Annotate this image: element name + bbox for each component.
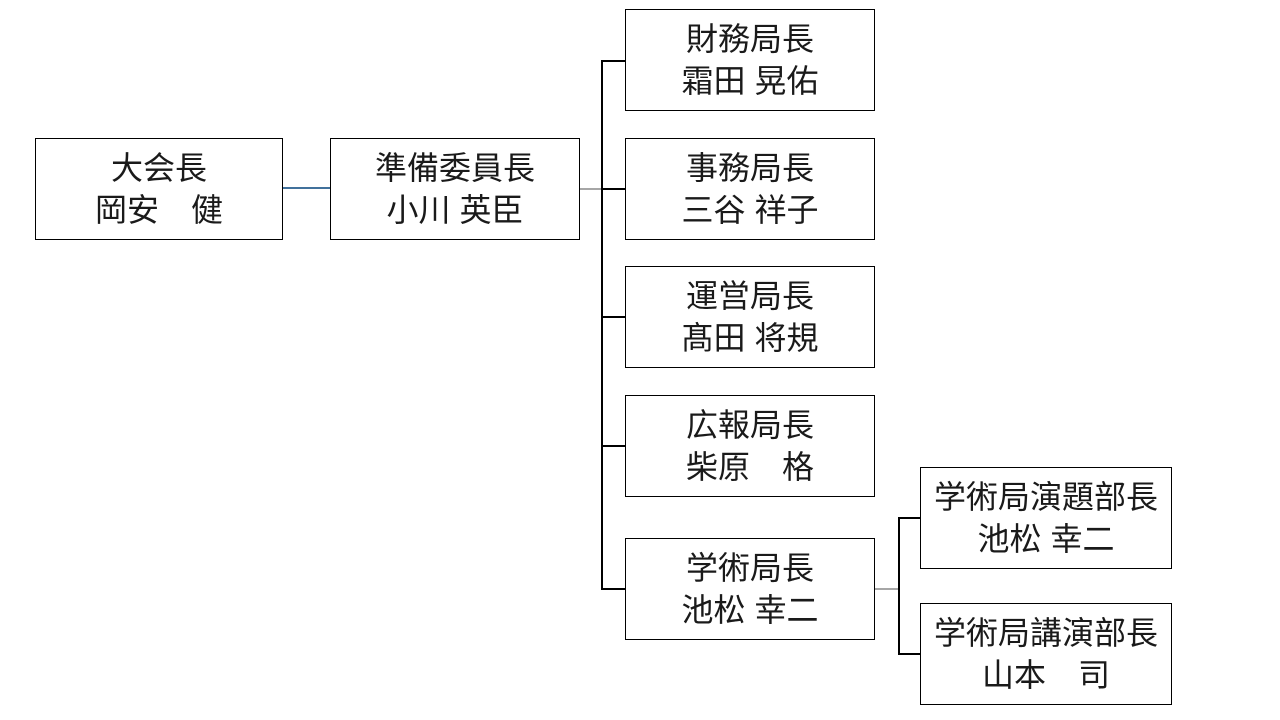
connector-stub-prepchair [580, 188, 602, 190]
org-node-prep-chair: 準備委員長 小川 英臣 [330, 138, 580, 240]
person-name: 山本 司 [981, 657, 1110, 693]
org-node-public-relations: 広報局長 柴原 格 [625, 395, 875, 497]
org-node-president: 大会長 岡安 健 [35, 138, 283, 240]
role-title: 財務局長 [685, 21, 814, 57]
person-name: 池松 幸二 [977, 521, 1115, 557]
role-title: 準備委員長 [374, 150, 535, 186]
connector-branch-finance [601, 60, 625, 62]
connector-branch-secretariat [601, 188, 625, 190]
org-node-finance: 財務局長 霜田 晃佑 [625, 9, 875, 111]
role-title: 学術局長 [685, 550, 814, 586]
connector-trunk-main [601, 60, 603, 589]
person-name: 池松 幸二 [681, 592, 819, 628]
role-title: 運営局長 [685, 278, 814, 314]
person-name: 岡安 健 [94, 192, 223, 228]
role-title: 学術局演題部長 [933, 479, 1158, 515]
connector-branch-abstracts [898, 517, 921, 519]
connector-branch-lectures [898, 653, 921, 655]
org-node-academic-abstracts: 学術局演題部長 池松 幸二 [920, 467, 1172, 569]
connector-branch-academic [601, 588, 625, 590]
org-node-operations: 運営局長 髙田 将規 [625, 266, 875, 368]
connector-stub-academic [875, 588, 899, 590]
person-name: 三谷 祥子 [681, 192, 819, 228]
org-node-academic-lectures: 学術局講演部長 山本 司 [920, 603, 1172, 705]
role-title: 事務局長 [685, 150, 814, 186]
person-name: 髙田 将規 [681, 320, 819, 356]
connector-branch-pr [601, 445, 625, 447]
role-title: 学術局講演部長 [933, 615, 1158, 651]
person-name: 小川 英臣 [386, 192, 524, 228]
org-node-secretariat: 事務局長 三谷 祥子 [625, 138, 875, 240]
connector-president-prepchair [283, 187, 330, 189]
person-name: 霜田 晃佑 [681, 63, 819, 99]
connector-trunk-academic [898, 517, 900, 655]
role-title: 広報局長 [685, 407, 814, 443]
person-name: 柴原 格 [685, 449, 814, 485]
connector-branch-operations [601, 316, 625, 318]
role-title: 大会長 [110, 150, 207, 186]
org-node-academic: 学術局長 池松 幸二 [625, 538, 875, 640]
